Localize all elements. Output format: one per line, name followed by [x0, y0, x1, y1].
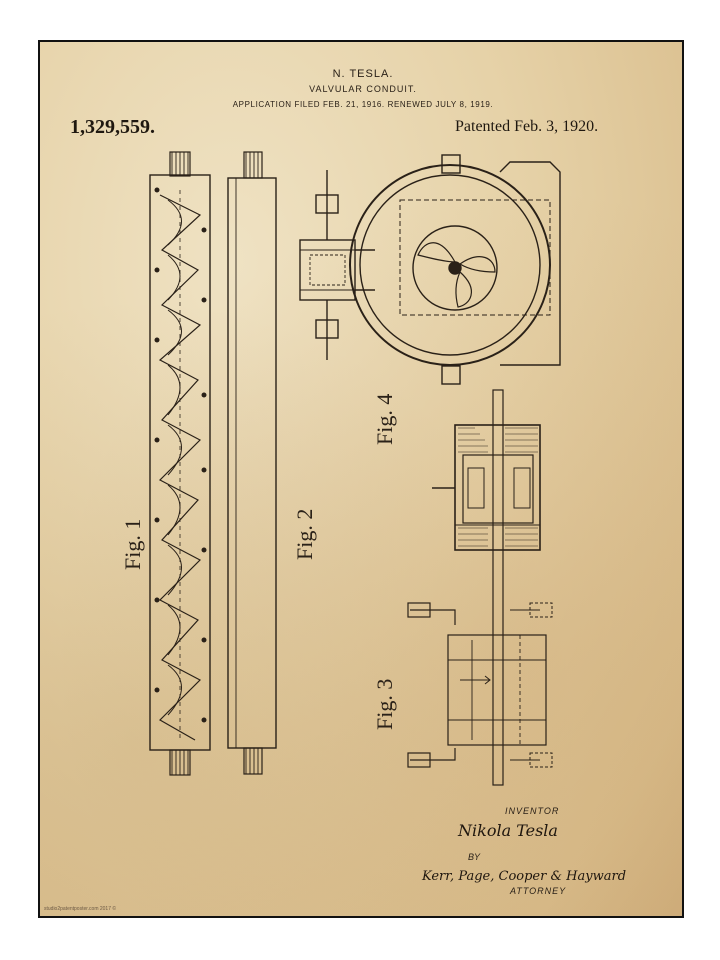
inventor-signature: Nikola Tesla	[457, 821, 558, 840]
patent-sheet: N. TESLA. VALVULAR CONDUIT. APPLICATION …	[38, 40, 684, 918]
attorney-label: ATTORNEY	[510, 886, 567, 896]
fig3-lower-drawing	[407, 602, 553, 768]
patented-date: Patented Feb. 3, 1920.	[455, 118, 599, 135]
footer-credit: studio2patentposter.com 2017 ©	[44, 906, 117, 912]
fig3-label: Fig. 3	[372, 679, 397, 730]
fig1-drawing	[149, 151, 211, 776]
fig1-label: Fig. 1	[120, 519, 145, 570]
by-label: BY	[468, 852, 481, 862]
fig2-label: Fig. 2	[292, 509, 317, 560]
fig4-drawing	[299, 154, 561, 385]
fig4-label: Fig. 4	[372, 394, 397, 445]
fig2-drawing	[227, 151, 277, 775]
patent-number: 1,329,559.	[70, 116, 155, 138]
inventor-label: INVENTOR	[505, 806, 560, 816]
attorney-signature: Kerr, Page, Cooper & Hayward	[421, 869, 626, 884]
patent-title: VALVULAR CONDUIT.	[309, 84, 417, 94]
application-line: APPLICATION FILED FEB. 21, 1916. RENEWED…	[232, 100, 494, 109]
fig3-upper-drawing	[432, 389, 541, 786]
inventor-header: N. TESLA.	[332, 68, 394, 80]
